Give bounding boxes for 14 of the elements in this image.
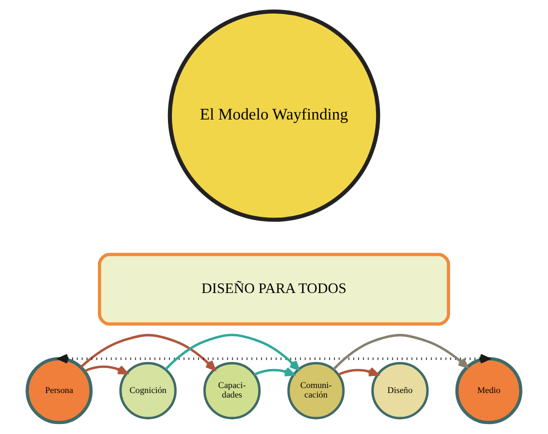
arrow bbox=[332, 334, 468, 370]
arrow bbox=[338, 367, 379, 376]
node-box: DISEÑO PARA TODOS bbox=[98, 252, 450, 326]
arrow bbox=[58, 354, 490, 364]
node-circle: Diseño bbox=[371, 362, 429, 420]
arrow bbox=[164, 334, 300, 371]
node-circle: Capaci- dades bbox=[203, 362, 261, 420]
arrow bbox=[84, 365, 128, 374]
node-circle: Comuni- cación bbox=[287, 362, 345, 420]
arrow bbox=[80, 334, 216, 371]
arrow bbox=[254, 367, 295, 376]
node-circle: Cognición bbox=[119, 362, 177, 420]
node-circle: Persona bbox=[26, 357, 93, 424]
node-circle: El Modelo Wayfinding bbox=[168, 9, 380, 222]
